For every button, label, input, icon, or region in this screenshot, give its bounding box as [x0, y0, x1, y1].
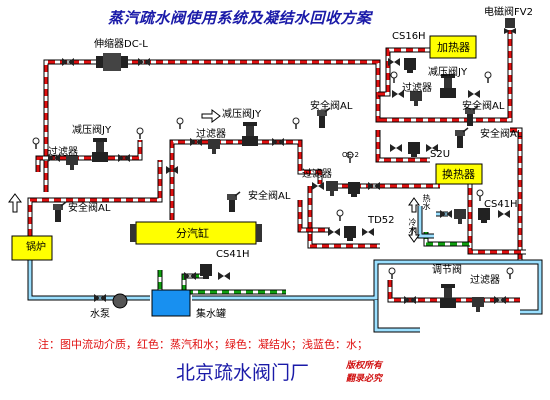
pressure-gauge-icon [136, 127, 144, 140]
diagram-title: 蒸汽疏水阀使用系统及凝结水回收方案 [108, 9, 372, 27]
valve-icon [390, 144, 402, 152]
copyright-stamp: 版权所有 翻录必究 [346, 360, 382, 386]
copyright-line-1: 版权所有 [346, 361, 383, 371]
valve-icon [362, 228, 374, 236]
prv-heater-label: 减压阀JY [428, 67, 468, 78]
safety-valve-icon [52, 201, 67, 223]
steam-pipes [27, 30, 526, 303]
expansion-joint-label: 伸缩器DC-L [94, 39, 148, 50]
pump-label: 水泵 [90, 309, 110, 320]
pressure-gauge-icon [388, 267, 396, 280]
exchanger-label: 换热器 [442, 168, 475, 181]
filter-icon [326, 181, 338, 196]
company-name: 北京疏水阀门厂 [176, 362, 310, 384]
header-label: 分汽缸 [176, 227, 209, 240]
control-valve-icon [440, 284, 456, 308]
safety-valve-icon [226, 191, 241, 213]
valve-icon [440, 210, 452, 218]
trap-s2u-label: S2U [430, 149, 451, 160]
hot-water-label: 热水 [422, 194, 431, 210]
valve-icon [62, 58, 74, 66]
flow-legend-note: 注：图中流动介质，红色：蒸汽和水；绿色：凝结水；浅蓝色：水； [38, 338, 368, 351]
pressure-gauge-icon [390, 71, 398, 84]
pressure-gauge-icon [506, 267, 514, 280]
exchanger-vessel [435, 163, 483, 185]
cs41h-exchanger-label: CS41H [484, 199, 518, 210]
valve-icon [388, 58, 400, 66]
pressure-reducing-valve-icon [92, 138, 108, 162]
valve-icon [184, 272, 196, 280]
valve-icon [494, 296, 506, 304]
valve-icon [498, 210, 510, 218]
pressure-gauge-icon [292, 117, 300, 130]
pressure-gauge-icon [484, 71, 492, 84]
safety-exchanger-top-label: 安全阀AL [480, 129, 523, 140]
filter-exchanger-label: 过滤器 [302, 169, 332, 180]
steam-trap-icon [408, 142, 420, 157]
filter-left-label: 过滤器 [48, 147, 78, 158]
valve-icon [118, 154, 130, 162]
cs16h-label: CS16H [392, 31, 426, 42]
control-valve-label: 调节阀 [432, 265, 462, 276]
filter-icon [454, 209, 466, 224]
collection-tank-label: 集水罐 [196, 309, 226, 320]
header-cap-right [256, 224, 262, 242]
prv-mid-label: 减压阀JY [222, 109, 262, 120]
filter-mid-label: 过滤器 [196, 129, 226, 140]
steam-trap-icon [348, 182, 360, 197]
expansion-joint-icon [96, 53, 128, 71]
pressure-gauge-icon [336, 209, 344, 222]
td52-label: TD52 [368, 215, 395, 226]
safety-boiler-label: 安全阀AL [68, 203, 111, 214]
pressure-reducing-valve-icon [242, 122, 258, 146]
valve-icon [368, 182, 380, 190]
pressure-gauge-icon [32, 137, 40, 150]
cs41h-tank-label: CS41H [216, 249, 250, 260]
pressure-gauge-icon [176, 117, 184, 130]
boiler-label: 锅炉 [26, 242, 46, 253]
pump-icon [112, 293, 128, 309]
valve-icon [138, 58, 150, 66]
steam-trap-icon [404, 58, 416, 73]
copyright-line-2: 翻录必究 [346, 374, 383, 384]
safety-heater-label: 安全阀AL [462, 101, 505, 112]
solenoid-valve-label: 电磁阀FV2 [484, 7, 533, 18]
steam-trap-icon [344, 226, 356, 241]
flow-arrow-icon [408, 227, 420, 243]
valve-icon [272, 138, 284, 146]
filter-heater-label: 过滤器 [402, 83, 432, 94]
valve-icon [328, 228, 340, 236]
safety-mid-label: 安全阀AL [310, 101, 353, 112]
heater-label: 加热器 [437, 41, 470, 54]
cold-water-label: 冷水 [408, 218, 417, 234]
prv-left-label: 减压阀JY [72, 125, 112, 136]
safety-header-label: 安全阀AL [248, 191, 291, 202]
pressure-gauge-icon [476, 189, 484, 202]
valve-icon [94, 294, 106, 302]
filter-icon [208, 139, 220, 154]
valve-icon [218, 272, 230, 280]
flow-arrow-icon [201, 109, 221, 123]
solenoid-valve-icon [504, 18, 516, 34]
flow-arrow-icon [8, 193, 22, 213]
safety-valve-icon [454, 127, 469, 149]
oe2-label: OE-2 [342, 151, 359, 159]
header-cap-left [130, 224, 136, 242]
boiler-vessel [11, 235, 53, 261]
filter-icon [472, 297, 484, 312]
steam-trap-icon [478, 208, 490, 223]
valve-icon [404, 296, 416, 304]
flow-arrow-icon [408, 197, 420, 213]
heater-vessel [429, 35, 477, 59]
collection-tank [151, 289, 191, 317]
valve-icon [468, 90, 480, 98]
filter-bottom-label: 过滤器 [470, 275, 500, 286]
